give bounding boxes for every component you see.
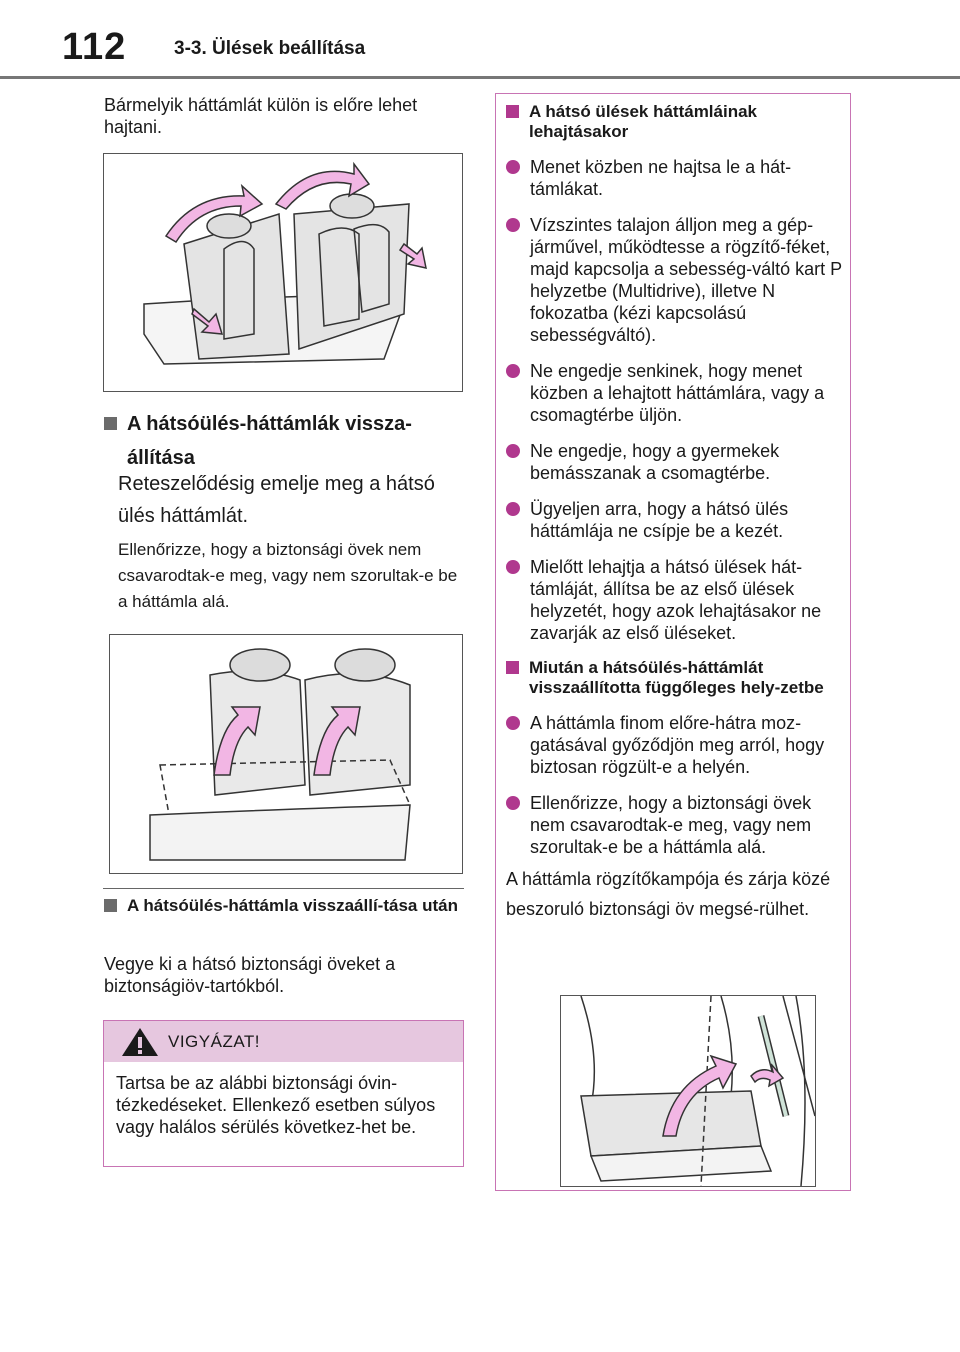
bullet-icon [506,502,520,516]
section-title: 3-3. Ülések beállítása [174,38,366,59]
bullet-icon [506,716,520,730]
heading-after-upright-text: Miután a hátsóülés-háttámlát visszaállít… [529,658,824,697]
section-marker-icon [506,105,519,118]
page-number: 112 [62,26,127,68]
list-item-text: Vízszintes talajon álljon meg a gép-járm… [530,215,842,345]
section-marker-icon [104,899,117,912]
heading-after-restore: A hátsóülés-háttámla visszaállí-tása utá… [104,896,464,916]
list-item-text: A háttámla finom előre-hátra moz-gatásáv… [530,713,825,777]
list-item-text: Ne engedje senkinek, hogy menet közben a… [530,361,825,425]
heading-after-restore-text: A hátsóülés-háttámla visszaállí-tása utá… [127,896,458,915]
list-item: Vízszintes talajon álljon meg a gép-járm… [506,214,842,346]
list-item: Ügyeljen arra, hogy a hátsó ülés háttáml… [506,498,842,542]
intro-text: Bármelyik háttámlát külön is előre lehet… [104,95,418,137]
list-item: Ellenőrizze, hogy a biztonsági övek nem … [506,792,842,858]
list-item: Mielőtt lehajtja a hátsó ülések hát-táml… [506,556,842,644]
warning-box: VIGYÁZAT! Tartsa be az alábbi biztonsági… [103,1020,464,1167]
para-belt-damage: A háttámla rögzítőkampója és zárja közé … [506,869,831,919]
heading-when-folding: A hátsó ülések háttámláinak lehajtásakor [506,102,842,142]
list-item-text: Ügyeljen arra, hogy a hátsó ülés háttáml… [530,499,789,541]
para-remove-belts: Vegye ki a hátsó biztonsági öveket a biz… [104,954,396,996]
heading-restore-seatbacks-text: A hátsóülés-háttámlák vissza-állítása [127,413,412,469]
figure-seatbacks-folding [103,153,463,392]
list-item: Menet közben ne hajtsa le a hát-támlákat… [506,156,842,200]
heading-restore-seatbacks: A hátsóülés-háttámlák vissza-állítása [104,407,464,475]
warning-triangle-icon [122,1027,158,1056]
list-item-text: Ne engedje, hogy a gyermekek bemásszanak… [530,441,780,483]
section-divider [103,888,464,889]
bullet-icon [506,160,520,174]
bullet-icon [506,364,520,378]
bullet-icon [506,560,520,574]
seat-fold-illustration [143,161,427,365]
section-marker-icon [506,661,519,674]
figure-seatbacks-raising [109,634,463,874]
heading-after-upright: Miután a hátsóülés-háttámlát visszaállít… [506,658,842,698]
heading-when-folding-text: A hátsó ülések háttámláinak lehajtásakor [529,102,758,141]
bullet-icon [506,796,520,810]
list-item-text: Menet közben ne hajtsa le a hát-támlákat… [530,157,792,199]
step-instruction: Reteszelődésig emelje meg a hátsó ülés h… [118,473,435,527]
list-item: A háttámla finom előre-hátra moz-gatásáv… [506,712,842,778]
seat-raise-illustration [149,648,412,861]
list-item-text: Ellenőrizze, hogy a biztonsági övek nem … [530,793,812,857]
warning-header: VIGYÁZAT! [104,1021,463,1062]
list-item: Ne engedje senkinek, hogy menet közben a… [506,360,842,426]
header-divider [0,76,960,79]
list-item: Ne engedje, hogy a gyermekek bemásszanak… [506,440,842,484]
figure-belt-hook [560,995,816,1187]
bullet-icon [506,218,520,232]
bullet-icon [506,444,520,458]
section-marker-icon [104,417,117,430]
belt-hook-illustration [580,995,816,1187]
warning-body: Tartsa be az alábbi biztonsági óvin-tézk… [116,1073,436,1137]
caution-panel: A hátsó ülések háttámláinak lehajtásakor… [495,93,851,1191]
note-seatbelt: Ellenőrizze, hogy a biztonsági övek nem … [118,540,458,611]
warning-title: VIGYÁZAT! [168,1031,261,1051]
list-item-text: Mielőtt lehajtja a hátsó ülések hát-táml… [530,557,822,643]
